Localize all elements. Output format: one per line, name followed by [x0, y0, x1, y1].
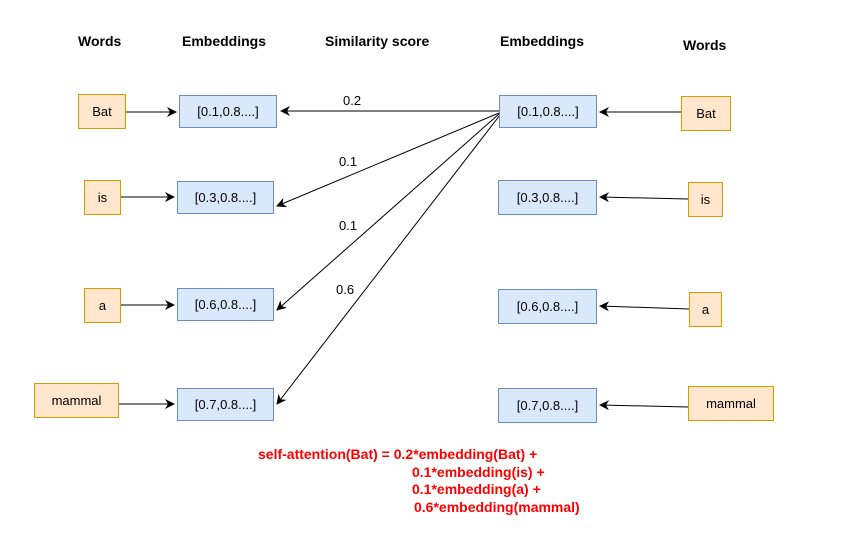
arrow-right-word-a	[599, 301, 690, 312]
formula-line-3: 0.1*embedding(a) +	[412, 481, 541, 497]
arrow-right-word-is	[599, 192, 689, 203]
self-attention-formula: self-attention(Bat) = 0.2*embedding(Bat)…	[258, 446, 580, 516]
left-embedding-bat: [0.1,0.8....]	[179, 95, 277, 128]
right-word-a: a	[689, 292, 722, 327]
left-word-a: a	[84, 288, 121, 323]
score-label-a: 0.1	[339, 218, 358, 233]
right-embedding-is: [0.3,0.8....]	[498, 180, 597, 215]
right-embedding-mammal: [0.7,0.8....]	[498, 388, 597, 423]
score-label-bat: 0.2	[343, 93, 362, 108]
right-word-is: is	[688, 182, 723, 217]
header-right-embeddings: Embeddings	[500, 33, 585, 49]
similarity-arrow-mammal	[276, 114, 501, 405]
formula-line-1: self-attention(Bat) = 0.2*embedding(Bat)…	[258, 446, 538, 462]
left-embedding-mammal: [0.7,0.8....]	[177, 388, 274, 421]
left-embedding-a: [0.6,0.8....]	[177, 288, 274, 321]
formula-line-4: 0.6*embedding(mammal)	[414, 498, 580, 515]
left-embedding-is: [0.3,0.8....]	[177, 181, 274, 214]
header-similarity-score: Similarity score	[325, 33, 430, 49]
right-embedding-a: [0.6,0.8....]	[498, 289, 597, 324]
header-right-words: Words	[683, 37, 727, 53]
right-word-mammal: mammal	[688, 386, 774, 421]
right-word-bat: Bat	[681, 96, 731, 131]
left-word-is: is	[84, 180, 121, 215]
formula-line-2: 0.1*embedding(is) +	[412, 463, 545, 480]
similarity-arrow-a	[276, 113, 500, 311]
score-label-mammal: 0.6	[336, 282, 355, 297]
similarity-arrow-is	[276, 112, 500, 208]
left-word-bat: Bat	[78, 94, 126, 129]
header-left-words: Words	[78, 33, 122, 49]
header-left-embeddings: Embeddings	[182, 33, 267, 49]
score-label-is: 0.1	[339, 154, 358, 169]
left-word-mammal: mammal	[34, 383, 119, 418]
arrow-right-word-mammal	[599, 400, 689, 411]
right-embedding-bat: [0.1,0.8....]	[499, 95, 597, 128]
